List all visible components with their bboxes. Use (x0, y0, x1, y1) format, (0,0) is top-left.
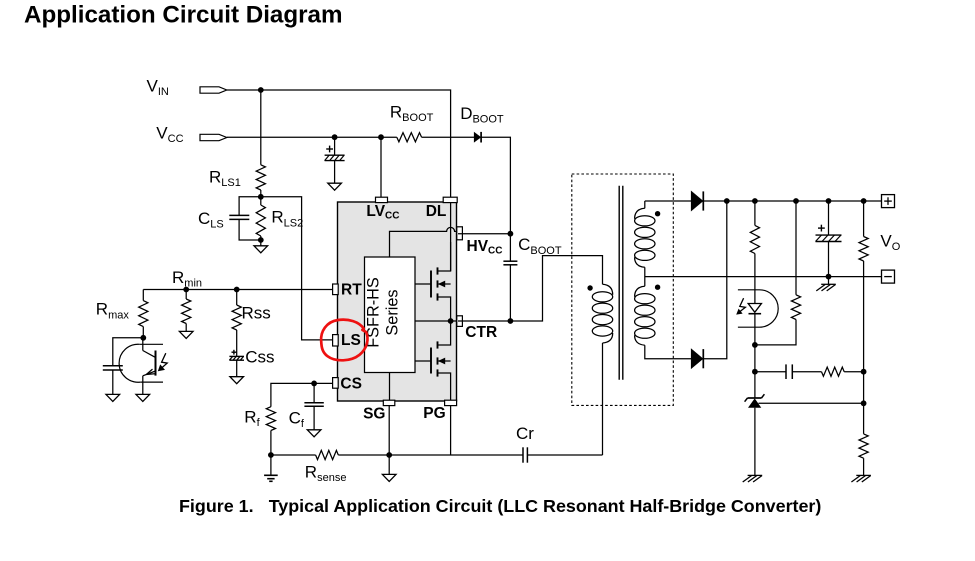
svg-text:Rss: Rss (242, 303, 271, 322)
svg-text:Css: Css (245, 347, 274, 366)
svg-text:CS: CS (340, 375, 362, 392)
svg-text:SG: SG (363, 406, 385, 423)
svg-text:Rf: Rf (244, 407, 260, 429)
svg-text:CTR: CTR (465, 324, 497, 341)
svg-text:RT: RT (341, 282, 362, 299)
svg-text:DL: DL (426, 203, 447, 220)
svg-text:LS: LS (341, 332, 361, 349)
svg-text:FSFR-HS: FSFR-HS (365, 277, 383, 348)
svg-text:Series: Series (384, 289, 402, 335)
svg-text:Cr: Cr (516, 424, 534, 443)
svg-text:Figure 1.: Figure 1. (179, 496, 254, 516)
svg-text:Typical Application Circuit (L: Typical Application Circuit (LLC Resonan… (269, 496, 822, 516)
svg-text:PG: PG (423, 405, 445, 422)
svg-text:Application Circuit Diagram: Application Circuit Diagram (24, 1, 343, 28)
svg-text:Cf: Cf (289, 408, 305, 430)
